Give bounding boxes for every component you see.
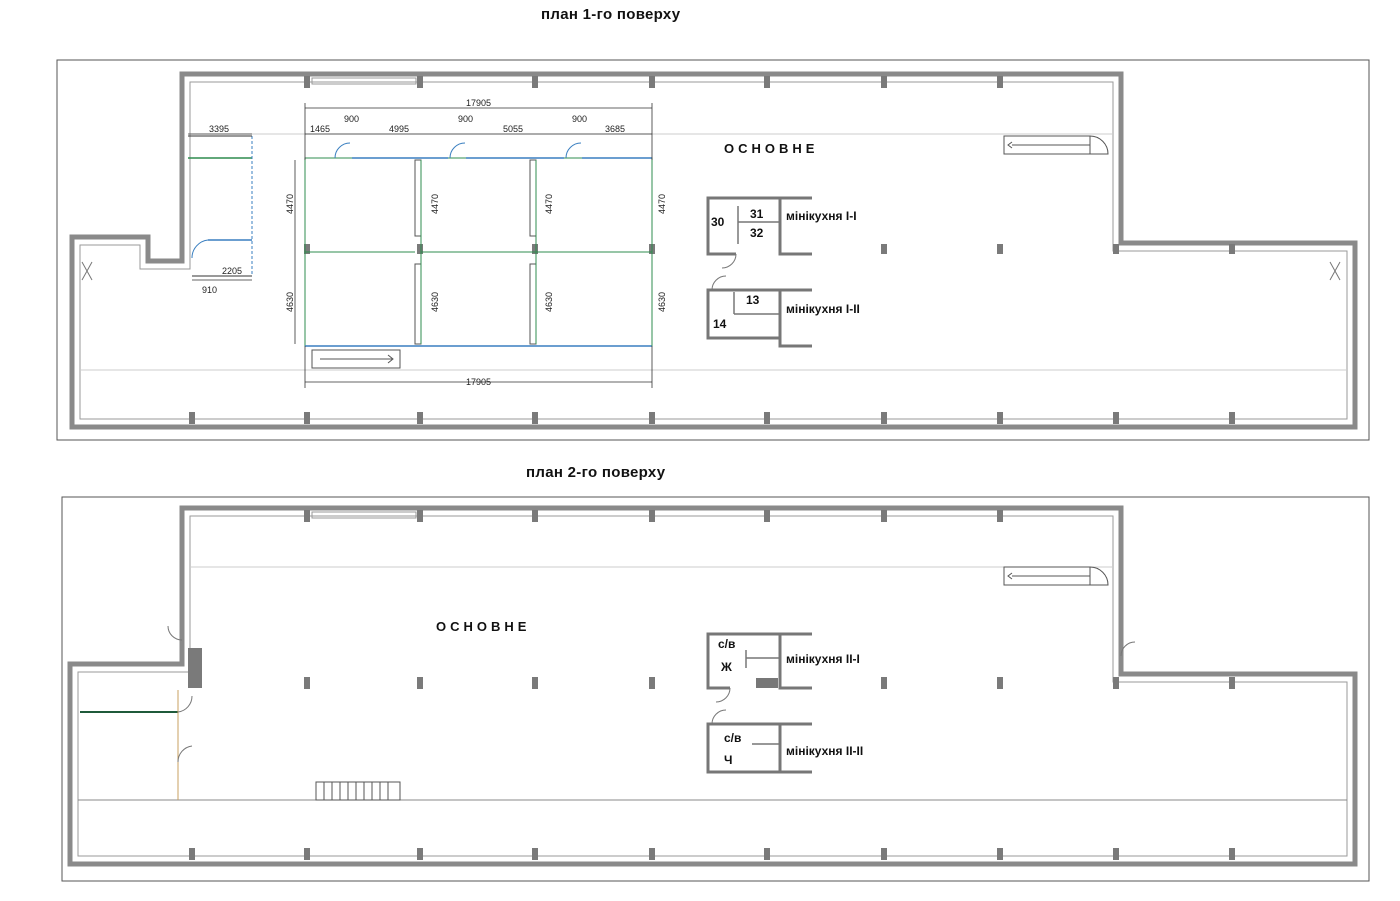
floor-1-plan: 17905 1465 900 4995 900 5055 900 3685 33… — [56, 59, 1370, 441]
floor-1-columns — [189, 76, 1235, 424]
floor-2-stairs-top — [1003, 566, 1109, 586]
dim-h-lower-4: 4630 — [657, 292, 667, 312]
dim-seg-7: 3685 — [605, 124, 625, 134]
room-wc-male: Ч — [724, 753, 732, 767]
dim-h-upper-3: 4470 — [544, 194, 554, 214]
dim-left-room-width: 3395 — [209, 124, 229, 134]
dim-overall-bottom: 17905 — [466, 377, 491, 387]
floor-1-outer-wall — [69, 71, 1358, 430]
floor-1-main-area-label: ОСНОВНЕ — [724, 141, 818, 156]
floor-2-frame — [61, 496, 1370, 882]
floor-2-title: план 2-го поверху — [526, 464, 666, 481]
floor-2-outer-wall — [67, 505, 1358, 867]
dim-h-upper-1: 4470 — [285, 194, 295, 214]
dim-seg-2: 900 — [344, 114, 359, 124]
room-wc-1: с/в — [718, 637, 735, 651]
room-32: 32 — [750, 226, 764, 240]
room-wc-2: с/в — [724, 731, 741, 745]
dim-seg-4: 900 — [458, 114, 473, 124]
room-wc-female: Ж — [720, 660, 732, 674]
floor-1-stairs-top — [1003, 135, 1109, 155]
dim-seg-3: 4995 — [389, 124, 409, 134]
floor-1-office-block — [304, 142, 653, 347]
floor-2-main-area-label: ОСНОВНЕ — [436, 619, 530, 634]
dim-overall-top: 17905 — [466, 98, 491, 108]
dim-seg-6: 900 — [572, 114, 587, 124]
floor-2-columns — [188, 510, 1235, 860]
floor-1-title: план 1-го поверху — [541, 6, 681, 23]
kitchen-2-2: мінікухня ІІ-ІІ — [786, 744, 863, 758]
dim-seg-1: 1465 — [310, 124, 330, 134]
floor-2-plan: ОСНОВНЕ с/в Ж с/в Ч мінікухня ІІ-І мінік… — [61, 496, 1370, 882]
dim-h-upper-2: 4470 — [430, 194, 440, 214]
dim-h-lower-1: 4630 — [285, 292, 295, 312]
dim-h-upper-4: 4470 — [657, 194, 667, 214]
floor-2-left-room — [80, 625, 193, 800]
floor-1-stairs-bottom — [311, 349, 401, 369]
dim-h-lower-2: 4630 — [430, 292, 440, 312]
room-30: 30 — [711, 215, 725, 229]
dim-seg-5: 5055 — [503, 124, 523, 134]
floor-2-stairs-bottom — [315, 781, 401, 801]
kitchen-1-2: мінікухня І-ІІ — [786, 302, 860, 316]
room-14: 14 — [713, 317, 727, 331]
room-13: 13 — [746, 293, 760, 307]
dim-left-room-small: 2205 — [222, 266, 242, 276]
floor-1-dimension-lines — [188, 103, 653, 388]
dim-h-lower-3: 4630 — [544, 292, 554, 312]
floor-1-service-block — [706, 196, 812, 348]
kitchen-1-1: мінікухня І-І — [786, 209, 857, 223]
kitchen-2-1: мінікухня ІІ-І — [786, 652, 860, 666]
floor-1-left-room — [188, 135, 253, 277]
floor-1-frame — [56, 59, 1370, 441]
dim-left-room-door: 910 — [202, 285, 217, 295]
room-31: 31 — [750, 207, 764, 221]
floor-2-service-block — [706, 632, 812, 774]
